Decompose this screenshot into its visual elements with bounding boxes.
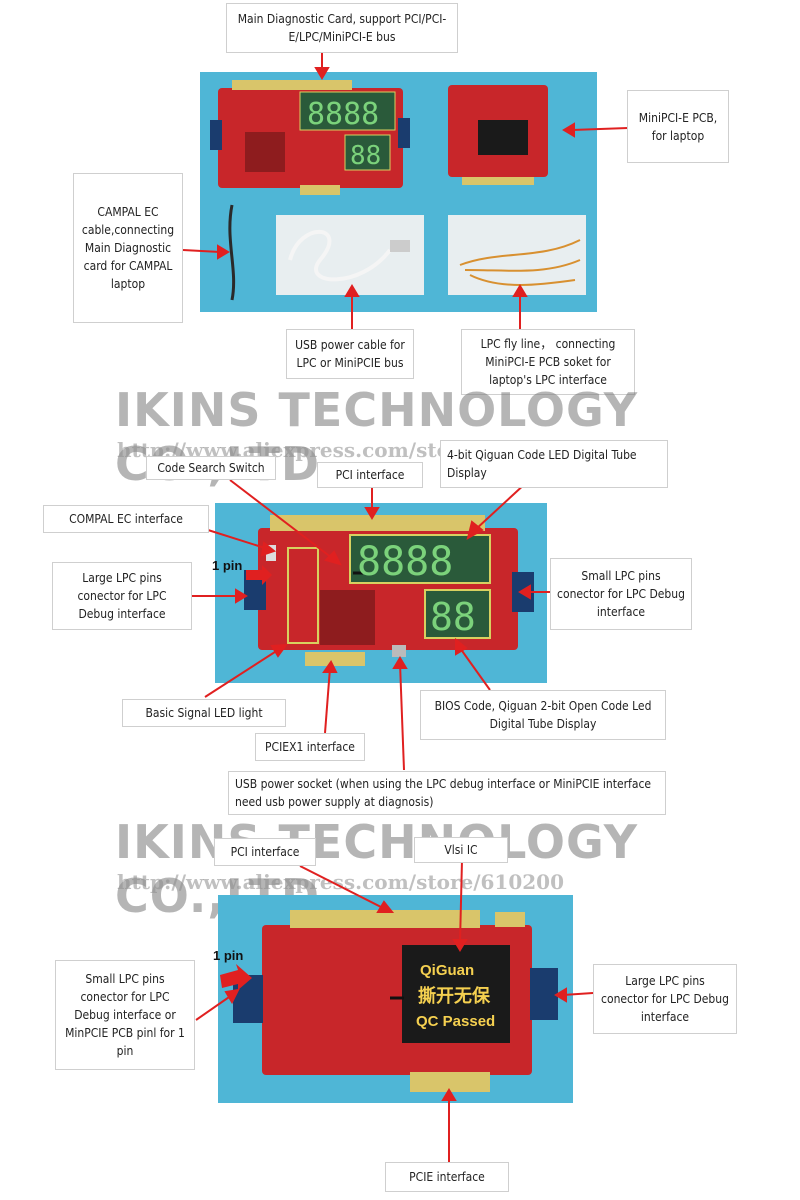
section3-arrows (195, 859, 594, 1162)
callout-large-lpc-pins-3: Large LPC pins conector for LPC Debug in… (593, 964, 737, 1034)
chip-text-qc-passed: QC Passed (416, 1013, 495, 1030)
callout-compal-ec-interface: COMPAL EC interface (43, 505, 209, 533)
pin1-label-2: 1 pin (212, 558, 243, 573)
campal-cable-image (228, 204, 236, 301)
callout-pci-interface-3: PCI interface (214, 838, 316, 866)
main-diagnostic-card-image (210, 80, 410, 195)
diagnostic-card-back-image (233, 910, 558, 1092)
callout-led-tube-4bit: 4-bit Qiguan Code LED Digital Tube Displ… (440, 440, 668, 488)
watermark-company-2: IKINS TECHNOLOGY CO.,LTD (115, 815, 637, 923)
callout-large-lpc-pins-2: Large LPC pins conector for LPC Debug in… (52, 562, 192, 630)
pin1-label-3: 1 pin (213, 948, 244, 963)
callout-campal-cable: CAMPAL EC cable,connecting Main Diagnost… (73, 173, 183, 323)
chip-text-qiguan: QiGuan (420, 962, 474, 979)
usb-cable-image (288, 229, 392, 282)
chip-text-warranty: 撕开无保 (418, 985, 491, 1006)
led-4digit-photo: 8888 (307, 97, 379, 132)
callout-pci-interface-2: PCI interface (317, 462, 423, 488)
section1-arrows (182, 52, 629, 330)
callout-lpc-fly-line: LPC fly line， connecting MiniPCI-E PCB s… (461, 329, 635, 395)
watermark-url-2: http://www.aliexpress.com/store/610200 (117, 870, 565, 894)
callout-small-lpc-pins-3: Small LPC pins conector for LPC Debug in… (55, 960, 195, 1070)
usb-cable-bg (276, 215, 424, 295)
callout-pciex1-interface: PCIEX1 interface (255, 733, 365, 761)
callout-small-lpc-pins-2: Small LPC pins conector for LPC Debug in… (550, 558, 692, 630)
callout-minipcie-pcb: MiniPCI-E PCB, for laptop (627, 90, 729, 163)
led-2digit-closeup: 88 (430, 595, 476, 639)
callout-main-diagnostic-card: Main Diagnostic Card, support PCI/PCI-E/… (226, 3, 458, 53)
lpc-fly-line-image (459, 239, 581, 286)
section2-arrows (192, 469, 550, 771)
pin1-arrow-icon (246, 565, 272, 585)
diagnostic-card-closeup-image (244, 515, 534, 666)
pin1-arrow-icon-3 (220, 964, 252, 990)
led-4digit-closeup: 8888 (357, 539, 453, 585)
callout-vlsi-ic: Vlsi IC (414, 837, 508, 863)
callout-usb-cable: USB power cable for LPC or MiniPCIE bus (286, 329, 414, 379)
callout-pcie-interface: PCIE interface (385, 1162, 509, 1192)
callout-basic-signal-led: Basic Signal LED light (122, 699, 286, 727)
led-2digit-photo: 88 (350, 141, 381, 171)
callout-bios-code-display: BIOS Code, Qiguan 2-bit Open Code Led Di… (420, 690, 666, 740)
callout-usb-power-socket: USB power socket (when using the LPC deb… (228, 771, 666, 815)
callout-code-search-switch: Code Search Switch (146, 456, 276, 480)
minipcie-pcb-image (448, 85, 548, 185)
